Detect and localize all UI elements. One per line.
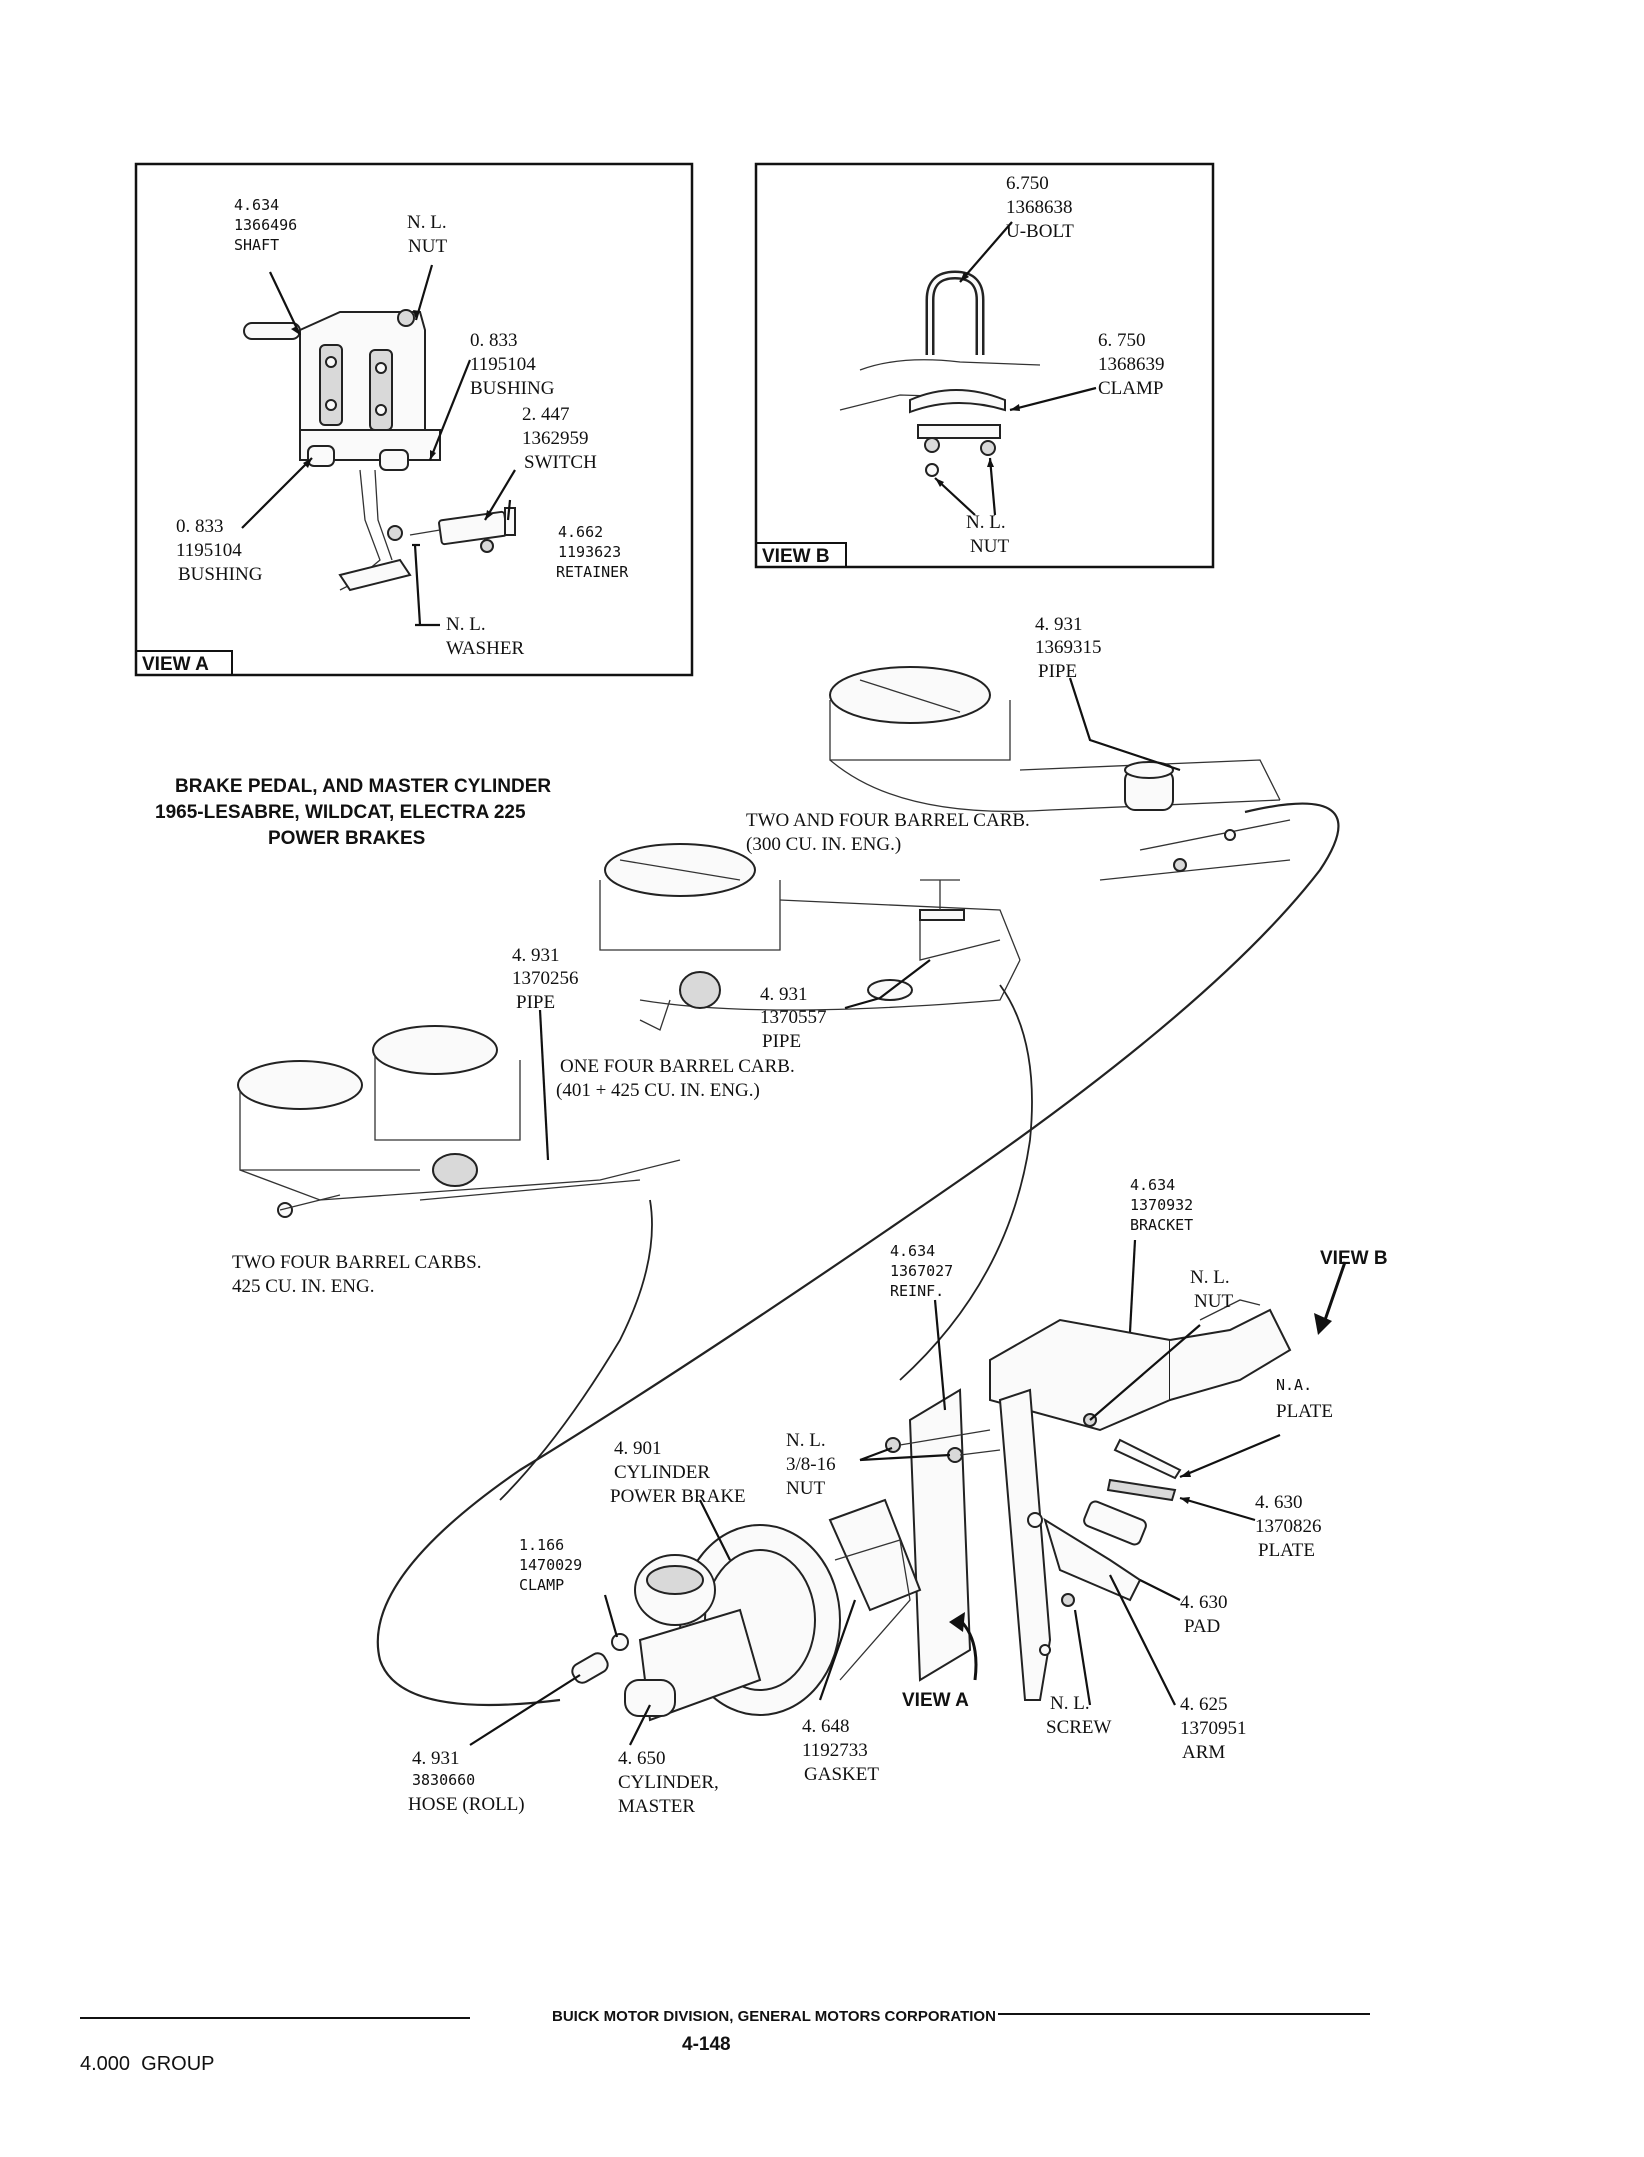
vacuum-hose-left xyxy=(499,1199,653,1501)
view-a-panel: VIEW A xyxy=(134,162,694,677)
arm-label: 4. 625 1370951 ARM xyxy=(1180,1694,1251,1763)
gasket-label: 4. 648 1192733 GASKET xyxy=(802,1716,879,1785)
carb-425-illustration xyxy=(237,1025,681,1218)
screw-label: N. L. SCREW xyxy=(1046,1693,1112,1738)
view-a-nut-label: N. L. NUT xyxy=(407,212,451,257)
hose-label: 4. 931 3830660 HOSE (ROLL) xyxy=(408,1748,525,1815)
view-b-tag xyxy=(755,542,847,568)
na-plate-label: N.A. PLATE xyxy=(1276,1376,1333,1422)
carb-401-illustration xyxy=(599,843,1021,1031)
ubolt-label: 6.750 1368638 U-BOLT xyxy=(1006,173,1077,242)
carb-300-label: TWO AND FOUR BARREL CARB. (300 CU. IN. E… xyxy=(746,810,1035,855)
carb-300-illustration xyxy=(829,666,1291,881)
view-a-marker: VIEW A xyxy=(902,1690,969,1711)
view-a-label: VIEW A xyxy=(142,654,209,675)
view-a-tag xyxy=(135,650,233,676)
view-b-ubolt-assembly xyxy=(839,270,1041,477)
view-a-frame xyxy=(134,162,694,677)
reinf-label: 4.634 1367027 REINF. xyxy=(890,1242,962,1300)
pipe-left-label: 4. 931 1370256 PIPE xyxy=(512,945,583,1013)
vacuum-hose-loop xyxy=(376,802,1340,1707)
brake-pedal-assembly xyxy=(571,1299,1292,1722)
view-b-marker: VIEW B xyxy=(1320,1248,1388,1269)
diagram-title: BRAKE PEDAL, AND MASTER CYLINDER 1965-LE… xyxy=(155,776,556,849)
main-nl-nut-label: N. L. NUT xyxy=(1190,1267,1234,1312)
view-b-frame xyxy=(754,162,1215,569)
carb-401-label: ONE FOUR BARREL CARB. (401 + 425 CU. IN.… xyxy=(556,1056,799,1101)
footer-group: 4.000 GROUP xyxy=(80,2053,215,2075)
view-a-pedal-assembly xyxy=(243,309,516,592)
bracket-label: 4.634 1370932 BRACKET xyxy=(1130,1176,1202,1234)
bushing-left-label: 0. 833 1195104 BUSHING xyxy=(176,516,263,585)
view-b-label: VIEW B xyxy=(762,546,830,567)
retainer-label: 4.662 1193623 RETAINER xyxy=(556,523,630,581)
clamp-label: 1.166 1470029 CLAMP xyxy=(519,1536,591,1594)
footer-page-number: 4-148 xyxy=(682,2034,731,2055)
nut-3816-label: N. L. 3/8-16 NUT xyxy=(786,1430,840,1499)
view-b-clamp-label: 6. 750 1368639 CLAMP xyxy=(1098,330,1169,399)
bushing-right-label: 0. 833 1195104 BUSHING xyxy=(470,330,555,399)
plate-label: 4. 630 1370826 PLATE xyxy=(1255,1492,1326,1561)
washer-label: N. L. WASHER xyxy=(446,614,524,659)
cylinder-power-label: 4. 901 CYLINDER POWER BRAKE xyxy=(610,1438,746,1507)
carb-425-label: TWO FOUR BARREL CARBS. 425 CU. IN. ENG. xyxy=(232,1252,486,1297)
pipe-top-label: 4. 931 1369315 PIPE xyxy=(1035,614,1106,682)
switch-label: 2. 447 1362959 SWITCH xyxy=(522,404,597,473)
footer-division: BUICK MOTOR DIVISION, GENERAL MOTORS COR… xyxy=(552,2008,996,2025)
shaft-label: 4.634 1366496 SHAFT xyxy=(234,196,306,254)
vacuum-hose-mid xyxy=(899,984,1033,1381)
master-cylinder-label: 4. 650 CYLINDER, MASTER xyxy=(618,1748,724,1817)
pipe-mid-label: 4. 931 1370557 PIPE xyxy=(760,984,831,1052)
view-b-nut-label: N. L. NUT xyxy=(966,512,1010,557)
pad-label: 4. 630 PAD xyxy=(1180,1592,1232,1637)
view-b-panel: VIEW B 6.750 1368638 U-BOLT 6. 750 13686… xyxy=(754,162,1215,569)
